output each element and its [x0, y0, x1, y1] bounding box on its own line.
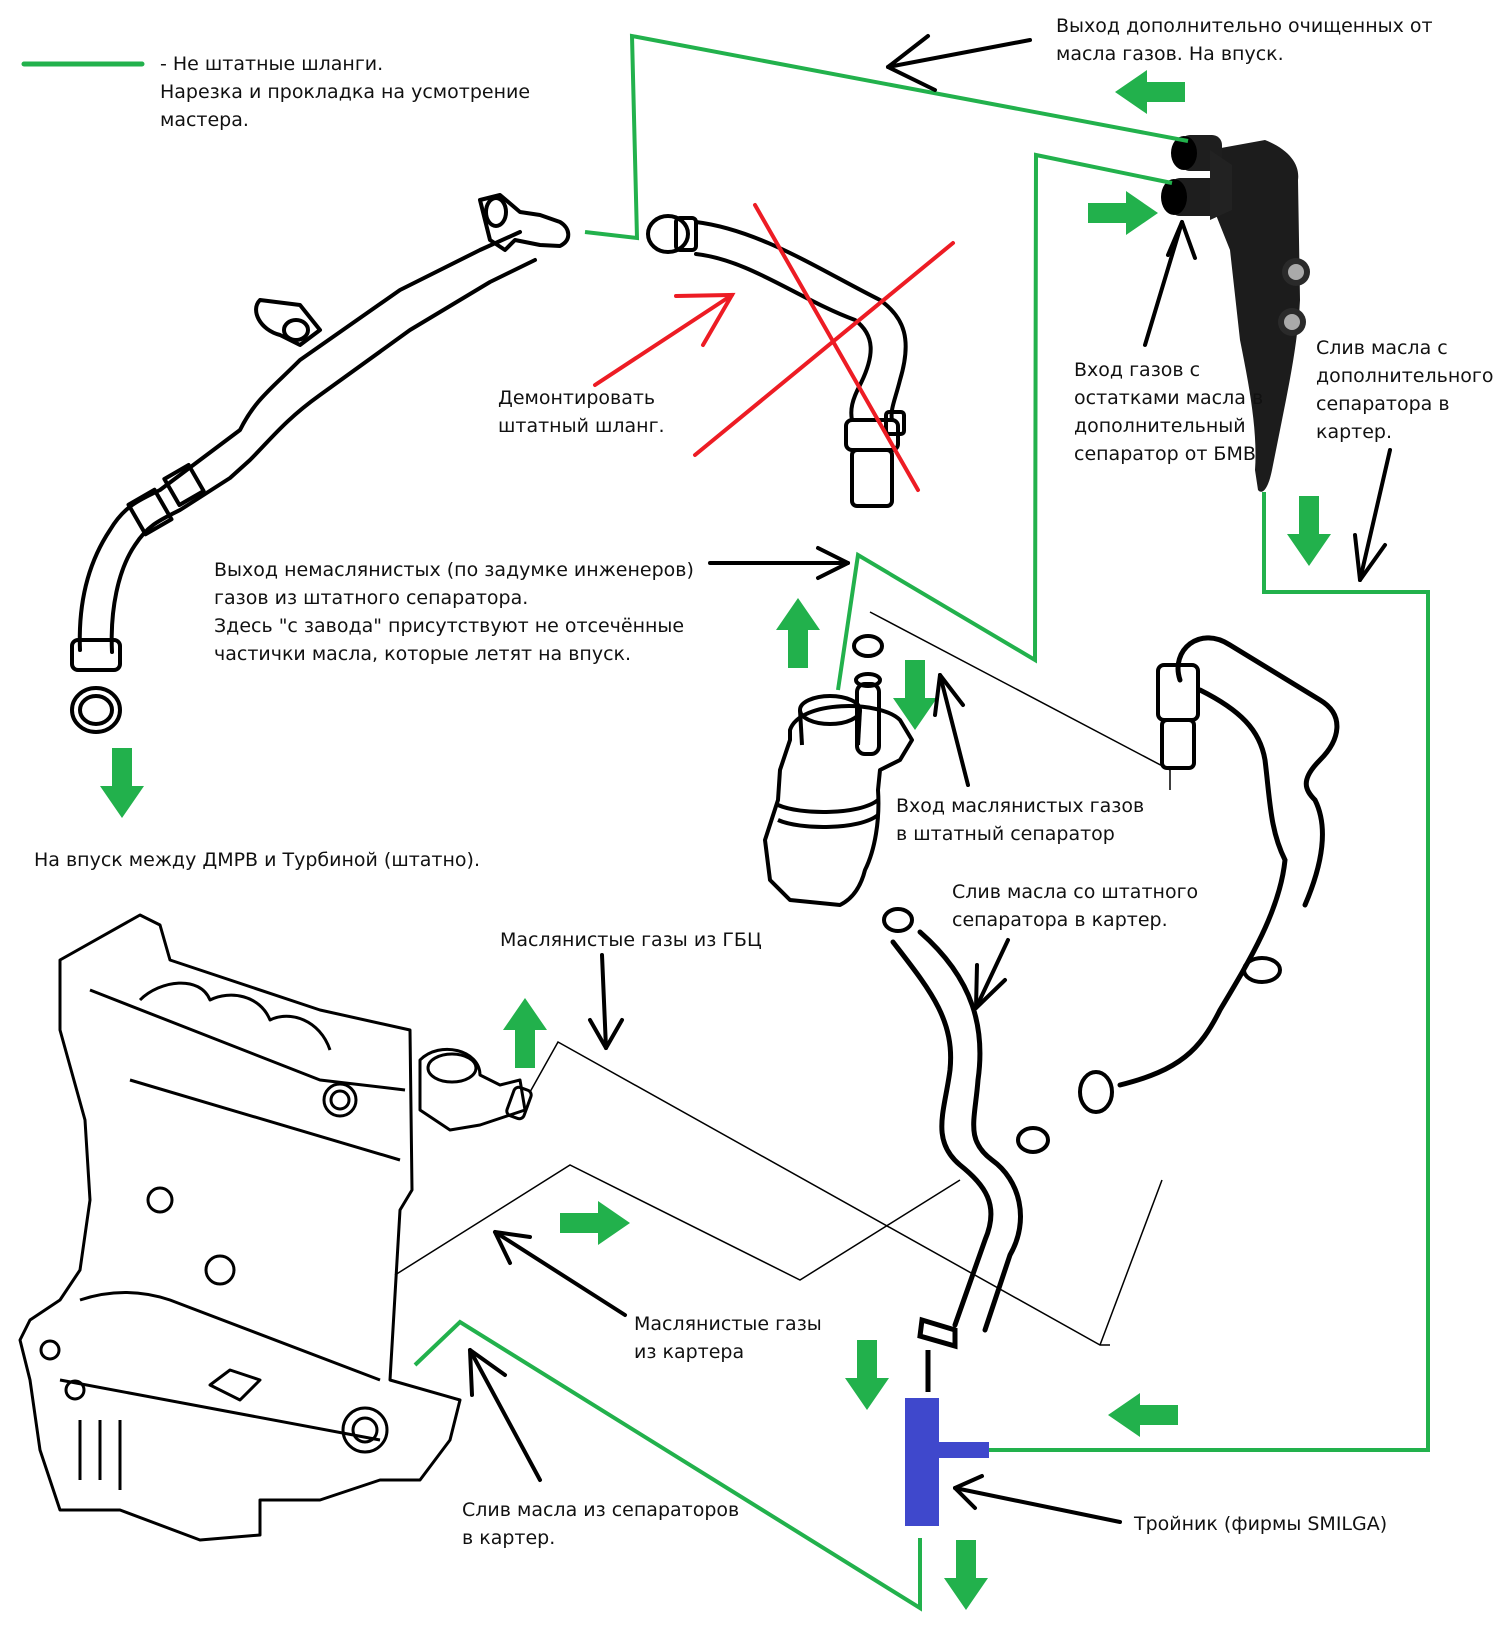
label-intake: На впуск между ДМРВ и Турбиной (штатно).: [34, 846, 480, 874]
pointer-separators-drain: [468, 1348, 542, 1482]
stock-drain-hose-drawing: [890, 929, 1023, 1350]
label-bmw-inlet: Вход газов с остатками масла в дополните…: [1074, 356, 1263, 468]
custom-hoses: [413, 33, 1430, 1612]
label-line: Слив масла с: [1316, 337, 1448, 359]
label-line: На впуск между ДМРВ и Турбиной (штатно).: [34, 849, 480, 871]
label-line: в штатный сепаратор: [896, 823, 1115, 845]
label-line: дополнительного: [1316, 365, 1494, 387]
label-line: частички масла, которые летят на впуск.: [214, 643, 632, 665]
pointer-stock-drain: [974, 938, 1010, 1010]
tee-fitting: [905, 1350, 989, 1526]
label-line: дополнительный: [1074, 415, 1246, 437]
leader-lines: [394, 611, 1171, 1346]
label-line: Тройник (фирмы SMILGA): [1134, 1513, 1388, 1535]
label-line: Демонтировать: [498, 387, 656, 409]
engine-drawing: [18, 913, 533, 1542]
flow-arrow-up-head: [503, 998, 547, 1068]
label-line: газов из штатного сепаратора.: [214, 587, 529, 609]
flow-arrow-down-bmw-drain: [1287, 496, 1331, 566]
right-hose-drawing: [1016, 635, 1340, 1154]
legend-note-2: мастера.: [160, 109, 249, 131]
legend-text: - Не штатные шланги. Нарезка и прокладка…: [160, 50, 530, 134]
label-line: Вход газов с: [1074, 359, 1201, 381]
intake-pipe-drawing: [70, 193, 571, 734]
flow-arrows: [100, 70, 1331, 1610]
label-line: масла газов. На впуск.: [1056, 43, 1284, 65]
label-line: штатный шланг.: [498, 415, 665, 437]
label-line: в картер.: [462, 1527, 556, 1549]
label-line: Маслянистые газы из ГБЦ: [500, 929, 762, 951]
label-line: остатками масла в: [1074, 387, 1264, 409]
label-head-gases: Маслянистые газы из ГБЦ: [500, 926, 762, 954]
label-line: картер.: [1316, 421, 1393, 443]
label-line: сепаратора в: [1316, 393, 1450, 415]
flow-arrow-up-stock-outlet: [776, 598, 820, 668]
label-line: Вход маслянистых газов: [896, 795, 1145, 817]
flow-arrow-left-tee-side: [1108, 1393, 1178, 1437]
flow-arrow-right-bmw-inlet: [1088, 191, 1158, 235]
label-line: сепаратора в картер.: [952, 909, 1168, 931]
stock-separator-drawing: [763, 634, 914, 933]
pointer-bmw-inlet: [1143, 220, 1197, 347]
label-line: Маслянистые газы: [634, 1313, 822, 1335]
hose-stock-outlet-to-bmw-inlet: [836, 152, 1173, 691]
label-stock-drain: Слив масла со штатного сепаратора в карт…: [952, 878, 1198, 934]
legend-line-meaning: - Не штатные шланги.: [160, 53, 384, 75]
bmw-separator-drawing: [1161, 135, 1310, 492]
label-crankcase-gases: Маслянистые газы из картера: [634, 1310, 822, 1366]
pointer-arrows: [468, 34, 1392, 1524]
label-extra-outlet: Выход дополнительно очищенных от масла г…: [1056, 12, 1433, 68]
pointer-head-gases: [588, 953, 624, 1050]
remove-pointer-arrow: [593, 292, 736, 387]
label-line: Выход дополнительно очищенных от: [1056, 15, 1433, 37]
flow-arrow-left-top: [1115, 70, 1185, 114]
pointer-extra-outlet: [886, 34, 1032, 92]
label-line: из картера: [634, 1341, 745, 1363]
label-stock-outlet: Выход немаслянистых (по задумке инженеро…: [214, 556, 694, 668]
label-line: Слив масла со штатного: [952, 881, 1199, 903]
remove-cross-mark: [693, 203, 955, 492]
flow-arrow-down-intake: [100, 748, 144, 818]
label-line: Выход немаслянистых (по задумке инженеро…: [214, 559, 694, 581]
hose-tee-to-crankcase: [413, 1319, 922, 1612]
pointer-stock-outlet: [708, 546, 850, 580]
flow-arrow-right-crankcase: [560, 1201, 630, 1245]
pointer-tee: [953, 1474, 1122, 1524]
label-separators-drain: Слив масла из сепараторов в картер.: [462, 1496, 739, 1552]
pointer-stock-inlet: [933, 673, 970, 787]
stock-hose-drawing: [646, 214, 908, 508]
label-stock-inlet: Вход маслянистых газов в штатный сепарат…: [896, 792, 1144, 848]
hose-intake-to-bmw-outlet: [584, 33, 1189, 241]
flow-arrow-down-stock-drain: [845, 1340, 889, 1410]
hose-bmw-drain-to-tee: [988, 492, 1430, 1452]
flow-arrow-down-tee-out: [944, 1540, 988, 1610]
label-line: Слив масла из сепараторов: [462, 1499, 740, 1521]
label-line: Здесь "с завода" присутствуют не отсечён…: [214, 615, 685, 637]
label-line: сепаратор от БМВ: [1074, 443, 1256, 465]
pointer-bmw-drain: [1353, 448, 1392, 582]
label-tee: Тройник (фирмы SMILGA): [1134, 1510, 1387, 1538]
legend-note-1: Нарезка и прокладка на усмотрение: [160, 81, 531, 103]
label-bmw-drain: Слив масла с дополнительного сепаратора …: [1316, 334, 1493, 446]
pointer-crankcase-gases: [493, 1230, 627, 1317]
label-remove-hose: Демонтировать штатный шланг.: [498, 384, 665, 440]
